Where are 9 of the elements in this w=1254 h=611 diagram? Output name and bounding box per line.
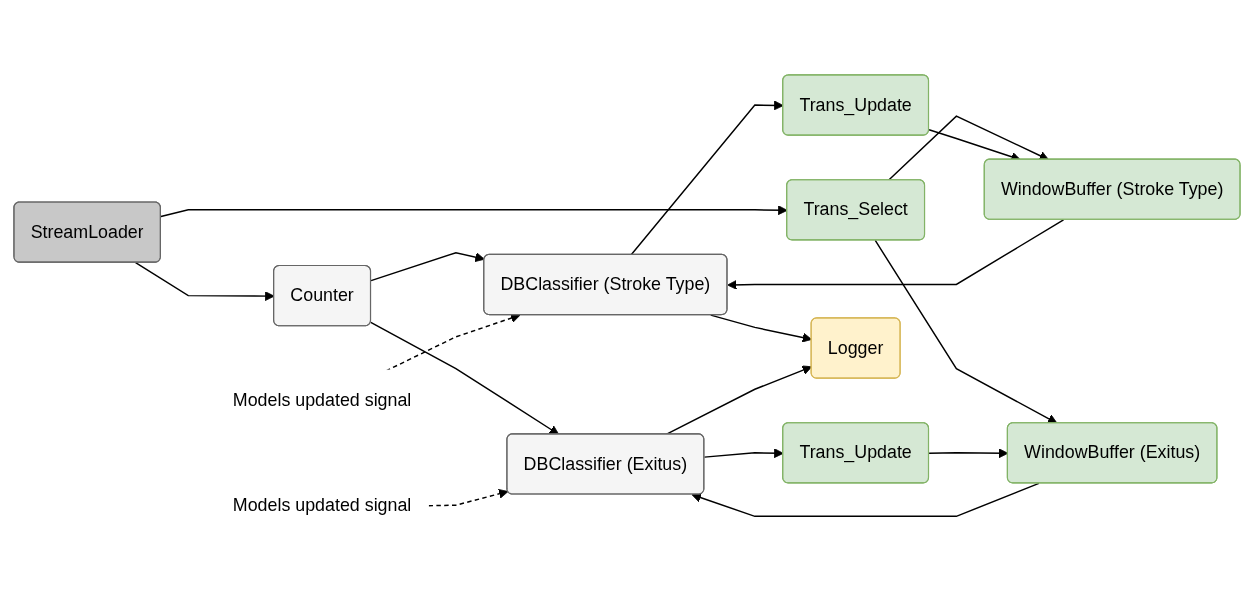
arrow xyxy=(385,313,521,372)
arrow xyxy=(370,322,560,436)
arrow xyxy=(370,252,485,282)
node-text: Models updated signal xyxy=(232,495,412,515)
arrow xyxy=(874,240,1058,425)
arrow xyxy=(691,483,1040,518)
arrow xyxy=(727,219,1065,291)
node-text: Models updated signal xyxy=(232,390,412,410)
arrow xyxy=(887,115,1049,182)
